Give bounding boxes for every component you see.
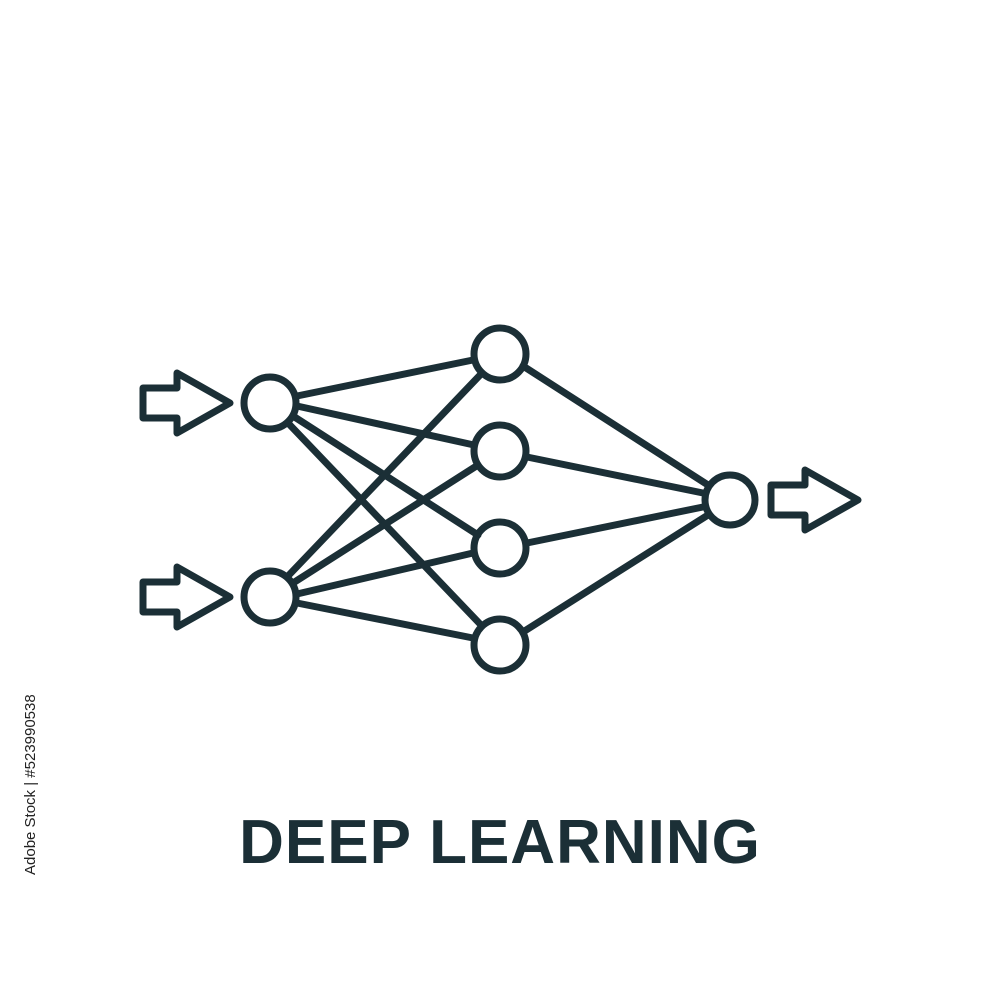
output-arrow-icon: [767, 466, 862, 534]
hidden-node-3: [470, 518, 530, 578]
input-node-1: [240, 373, 300, 433]
hidden-node-4: [470, 615, 530, 675]
input-arrow-2-icon: [139, 563, 234, 631]
hidden-node-2: [470, 421, 530, 481]
stock-id-label: Adobe Stock | #523990538: [22, 694, 39, 875]
input-arrow-1-icon: [139, 369, 234, 437]
input-node-2: [240, 567, 300, 627]
connection-lines: [284, 356, 712, 642]
hidden-node-1: [470, 324, 530, 384]
output-node: [701, 471, 759, 529]
page-title: DEEP LEARNING: [239, 808, 761, 877]
